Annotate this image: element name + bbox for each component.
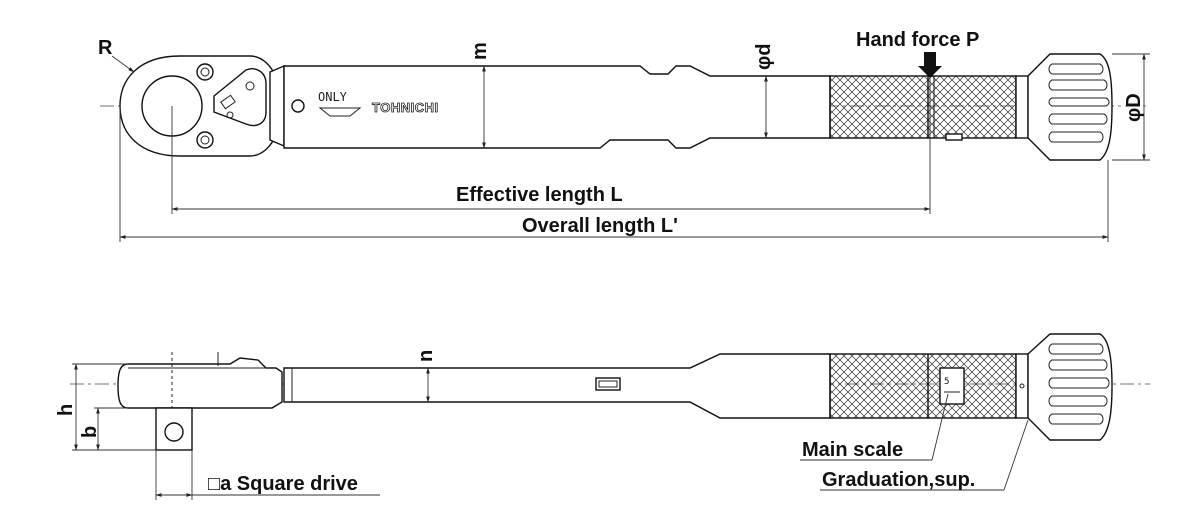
label-h: h xyxy=(55,404,77,416)
main-scale-leader xyxy=(931,393,949,461)
head-screw-top xyxy=(196,63,214,81)
side-rib-2 xyxy=(1048,359,1108,371)
top-shaft xyxy=(283,65,831,149)
side-end-cap-ribs xyxy=(1048,343,1110,425)
graduation-leader xyxy=(1003,419,1029,491)
label-phi-d: φd xyxy=(753,43,775,70)
side-grip-knurl xyxy=(829,353,1017,419)
label-square-drive: □a Square drive xyxy=(208,473,358,495)
scale-digit-icon: 5 xyxy=(944,377,949,387)
label-graduation: Graduation,sup. xyxy=(822,469,975,491)
r-leader xyxy=(111,55,135,73)
side-window-inner xyxy=(598,380,618,388)
label-m: m xyxy=(469,42,491,60)
side-rib-5 xyxy=(1048,413,1104,425)
square-drive-ball xyxy=(164,422,184,442)
head-screw-bottom-inner xyxy=(200,135,210,145)
head-screw-bottom xyxy=(196,131,214,149)
lever-pin xyxy=(245,81,255,91)
side-grip-collar xyxy=(1015,353,1029,419)
rib-3 xyxy=(1048,97,1110,107)
scale-window xyxy=(939,367,965,405)
side-rib-1 xyxy=(1048,343,1104,355)
end-cap-ribs xyxy=(1048,63,1110,143)
rib-2 xyxy=(1048,79,1108,91)
side-head xyxy=(117,357,283,409)
hand-force-arrow-icon xyxy=(918,52,942,78)
brand-marking: TOHNICHI xyxy=(372,100,439,115)
rib-4 xyxy=(1048,113,1108,125)
label-b: b xyxy=(79,426,101,438)
grip-collar xyxy=(1015,75,1029,139)
top-end-cap xyxy=(1027,53,1113,161)
head-neck xyxy=(269,64,285,148)
label-r: R xyxy=(98,37,113,59)
label-overall-length: Overall length L' xyxy=(522,215,678,237)
label-n: n xyxy=(415,350,437,362)
side-window xyxy=(595,377,621,391)
label-effective-length: Effective length L xyxy=(456,184,623,206)
head-screw-top-inner xyxy=(200,67,210,77)
rib-1 xyxy=(1048,63,1104,75)
side-view: 5 n h b □a Square drive xyxy=(55,333,1150,500)
label-main-scale: Main scale xyxy=(802,439,903,461)
lever-pin-small xyxy=(226,111,234,119)
grip-notch xyxy=(945,133,963,141)
rib-5 xyxy=(1048,131,1104,143)
shaft-pin xyxy=(291,99,305,113)
top-grip-knurl xyxy=(829,75,1017,139)
side-rib-4 xyxy=(1048,395,1108,407)
side-rib-3 xyxy=(1048,377,1110,389)
only-marking: ONLY xyxy=(318,90,348,104)
only-arrow-icon xyxy=(318,107,362,117)
top-view: ONLY TOHNICHI R m φd Hand force P φD xyxy=(98,29,1150,242)
collar-dot xyxy=(1019,383,1025,389)
label-phi-D: φD xyxy=(1123,93,1145,122)
side-shaft xyxy=(283,353,831,419)
label-hand-force: Hand force P xyxy=(856,29,979,51)
lever-slot xyxy=(220,94,236,110)
